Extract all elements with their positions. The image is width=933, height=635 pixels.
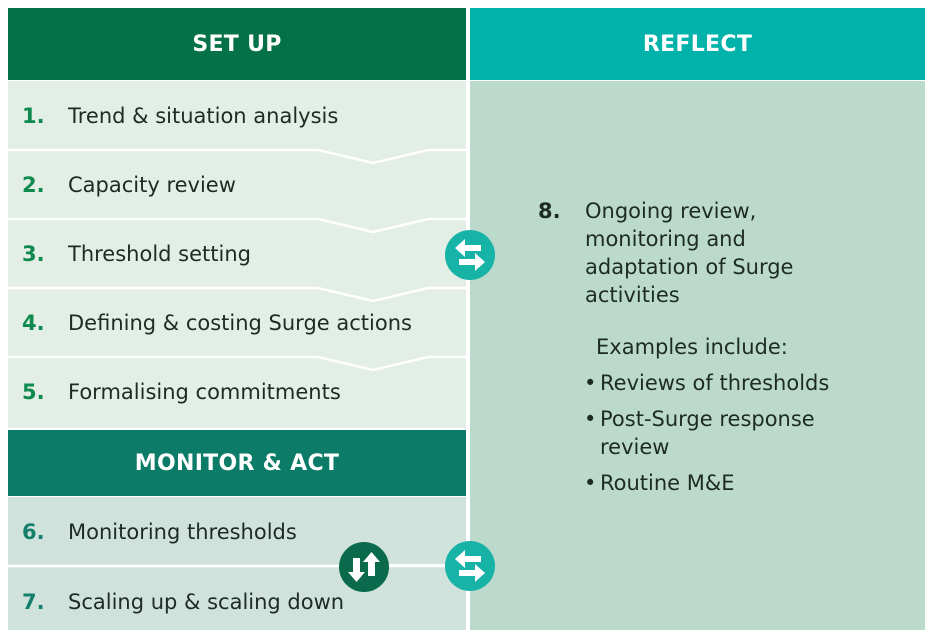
step-2: 2. Capacity review (22, 164, 236, 206)
example-item: Post-Surge response review (584, 405, 830, 461)
up-down-arrows-icon (339, 542, 389, 592)
set-up-header: SET UP (8, 8, 466, 80)
step-1: 1. Trend & situation analysis (22, 95, 338, 137)
step-4: 4. Defining & costing Surge actions (22, 302, 412, 344)
monitor-act-panel: 6. Monitoring thresholds 7. Scaling up &… (8, 497, 466, 630)
example-item: Routine M&E (584, 469, 918, 497)
step-8-label: Ongoing review, monitoring and adaptatio… (585, 199, 794, 307)
step-label: Formalising commitments (68, 380, 341, 404)
set-up-title: SET UP (192, 31, 282, 57)
reflect-content: 8. Ongoing review, monitoring and adapta… (538, 197, 918, 505)
reflect-panel (470, 81, 925, 630)
step-number: 8. (538, 199, 561, 223)
step-number: 1. (22, 104, 45, 128)
step-8: 8. Ongoing review, monitoring and adapta… (538, 197, 918, 309)
reflect-header: REFLECT (470, 8, 925, 80)
step-label: Threshold setting (68, 242, 251, 266)
step-label: Defining & costing Surge actions (68, 311, 412, 335)
step-number: 7. (22, 590, 45, 614)
step-3: 3. Threshold setting (22, 233, 251, 275)
step-label: Trend & situation analysis (68, 104, 339, 128)
exchange-arrows-icon (445, 541, 495, 591)
set-up-panel-background (8, 81, 466, 428)
step-number: 6. (22, 520, 45, 544)
step-number: 2. (22, 173, 45, 197)
examples-label: Examples include: (596, 335, 788, 359)
step-number: 4. (22, 311, 45, 335)
step-5: 5. Formalising commitments (22, 371, 341, 413)
step-number: 5. (22, 380, 45, 404)
step-7: 7. Scaling up & scaling down (22, 581, 344, 623)
step-label: Monitoring thresholds (68, 520, 297, 544)
monitor-panel-background (8, 497, 466, 630)
monitor-act-title: MONITOR & ACT (134, 450, 340, 476)
monitor-act-header: MONITOR & ACT (8, 430, 466, 496)
step-6: 6. Monitoring thresholds (22, 511, 297, 553)
set-up-panel: 1. Trend & situation analysis 2. Capacit… (8, 81, 466, 428)
example-item: Reviews of thresholds (584, 369, 918, 397)
step-label: Capacity review (68, 173, 236, 197)
exchange-arrows-icon (445, 230, 495, 280)
step-label: Scaling up & scaling down (68, 590, 345, 614)
examples-list: Reviews of thresholds Post-Surge respons… (538, 369, 918, 497)
connector-line (385, 564, 455, 567)
reflect-title: REFLECT (642, 31, 753, 57)
step-number: 3. (22, 242, 45, 266)
